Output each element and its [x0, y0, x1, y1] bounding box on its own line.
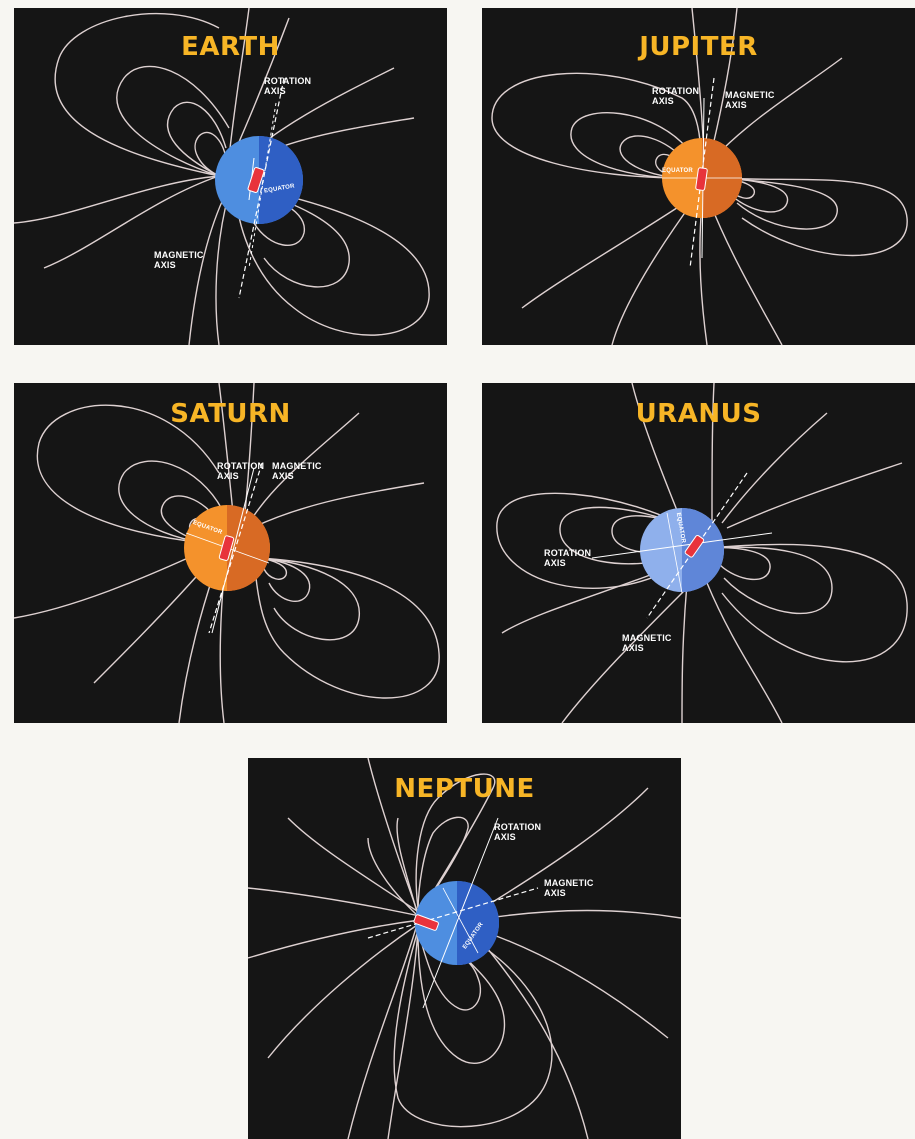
uranus-rotation-axis-line [591, 532, 773, 559]
earth-rotation-axis-line [248, 102, 277, 269]
neptune-field-lines [248, 758, 681, 1139]
saturn-magnetic-axis-line [208, 462, 263, 634]
neptune-title: NEPTUNE [394, 774, 535, 804]
neptune-rotation-axis-line [422, 817, 499, 1009]
jupiter-field-diagram [491, 8, 908, 345]
saturn-field-diagram [14, 383, 440, 723]
saturn-title: SATURN [170, 399, 291, 429]
jupiter-title: JUPITER [639, 32, 758, 62]
jupiter-dipole-magnet [695, 167, 708, 191]
neptune-field-diagram [248, 758, 681, 1139]
uranus-globe [640, 508, 724, 592]
neptune-dipole-magnet [413, 914, 439, 931]
saturn-field-lines [14, 383, 440, 723]
saturn-dipole-magnet [218, 535, 235, 561]
uranus-equator-line [666, 512, 683, 594]
earth-field-diagram [14, 8, 430, 345]
earth-title: EARTH [181, 32, 280, 62]
uranus-field-diagram [496, 383, 908, 723]
uranus-dipole-magnet [684, 534, 705, 558]
jupiter-equator-label: EQUATOR [662, 168, 693, 174]
earth-dipole-magnet [247, 167, 265, 193]
uranus-title: URANUS [635, 399, 762, 429]
neptune-magnetic-axis-line [367, 887, 539, 939]
neptune-equator-line [442, 887, 479, 954]
earth-magnetic-axis-line [238, 77, 285, 299]
saturn-rotation-axis-line [211, 467, 255, 634]
uranus-field-lines [496, 383, 908, 723]
